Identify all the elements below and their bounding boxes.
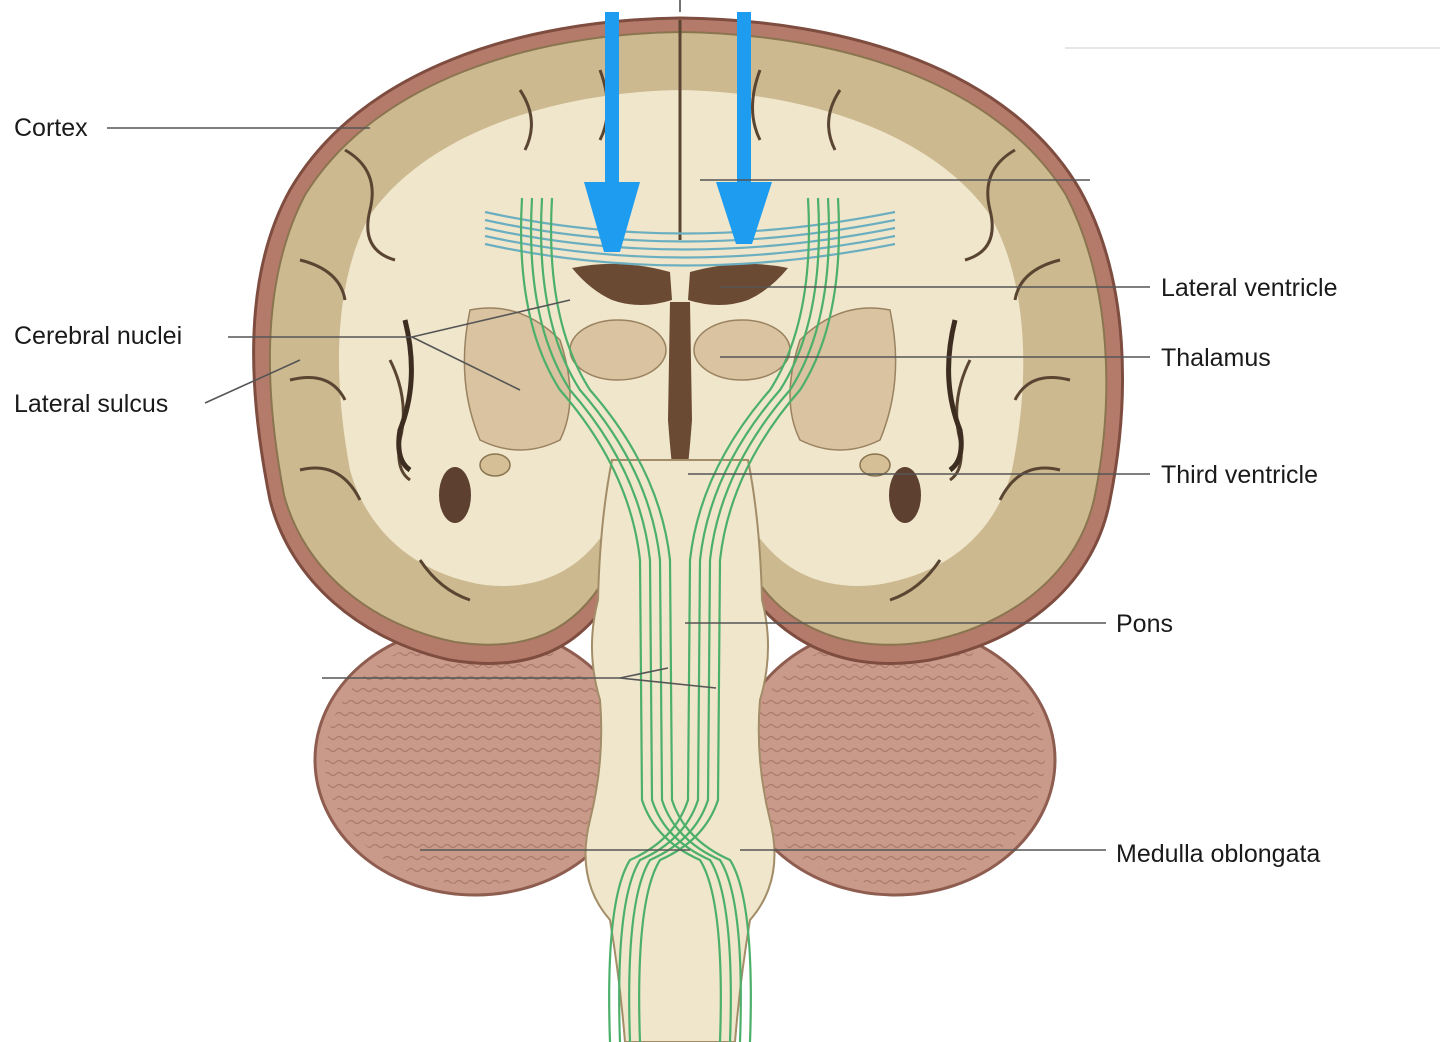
third-ventricle [668,302,692,505]
sulci [289,20,1071,602]
cerebellum [313,623,1057,897]
label-medulla-oblongata: Medulla oblongata [1116,840,1321,868]
lateral-sulcus-left [396,319,414,473]
inferior-horn-right [889,467,921,523]
hippocampus-right [859,453,891,477]
label-third-ventricle: Third ventricle [1161,461,1318,489]
thalamus [569,319,791,381]
label-pons: Pons [1116,610,1173,638]
motor-pathway [519,197,841,1042]
label-lateral-sulcus: Lateral sulcus [14,390,169,418]
down-arrow-icon [584,12,772,252]
lateral-ventricle [572,263,788,305]
lateral-sulcus-right [946,319,964,473]
leader-lines [107,127,1150,851]
label-cerebral-nuclei: Cerebral nuclei [14,322,183,350]
label-lateral-ventricle: Lateral ventricle [1161,274,1338,302]
brainstem [584,459,776,1042]
label-cortex: Cortex [14,114,88,142]
label-thalamus: Thalamus [1161,344,1271,372]
hippocampus-left [479,453,511,477]
inferior-horn-left [439,467,471,523]
cerebral-nuclei [463,307,897,451]
